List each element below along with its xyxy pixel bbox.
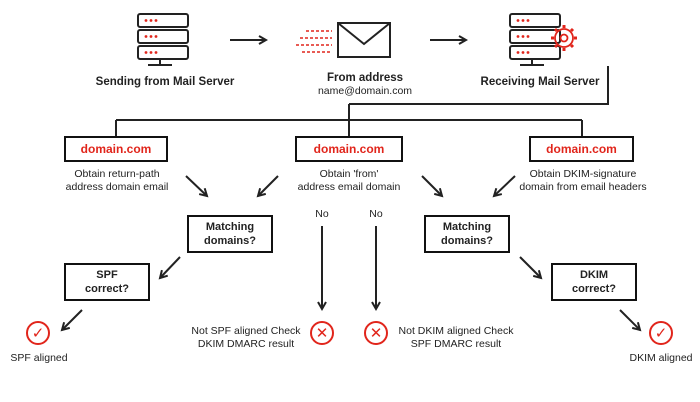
arrow-right-to-match bbox=[494, 175, 516, 196]
arrow-match-to-spf bbox=[160, 256, 181, 278]
domain-box-left: domain.com bbox=[64, 136, 168, 162]
receiver-label: Receiving Mail Server bbox=[480, 76, 600, 88]
arrow-left-to-match bbox=[185, 175, 207, 196]
arrow-dkim-to-check bbox=[619, 309, 640, 330]
gear-icon bbox=[551, 25, 577, 51]
arrow-mid-to-match-left bbox=[258, 175, 279, 196]
spf-aligned-label: SPF aligned bbox=[10, 352, 68, 364]
spf-check-icon: ✓ bbox=[26, 321, 50, 345]
dkim-check-icon: ✓ bbox=[649, 321, 673, 345]
envelope-icon bbox=[296, 22, 391, 58]
arrow-mid-to-match-right bbox=[421, 175, 442, 196]
no-label-right: No bbox=[369, 208, 383, 220]
not-spf-cross-icon: ✕ bbox=[310, 321, 334, 345]
sender-label: Sending from Mail Server bbox=[95, 76, 235, 88]
no-label-left: No bbox=[315, 208, 329, 220]
domain-box-middle: domain.com bbox=[295, 136, 403, 162]
caption-middle: Obtain 'from'address email domain bbox=[297, 168, 401, 193]
domain-box-right: domain.com bbox=[529, 136, 634, 162]
arrow-match-to-dkim bbox=[519, 256, 541, 278]
arrow-spf-to-check bbox=[62, 309, 83, 330]
dkim-aligned-label: DKIM aligned bbox=[629, 352, 693, 364]
from-address-email: name@domain.com bbox=[317, 85, 413, 97]
from-address-label: From address bbox=[326, 72, 404, 84]
not-dkim-cross-icon: ✕ bbox=[364, 321, 388, 345]
sending-server-icon bbox=[137, 13, 189, 66]
distribution-connector bbox=[115, 66, 609, 136]
